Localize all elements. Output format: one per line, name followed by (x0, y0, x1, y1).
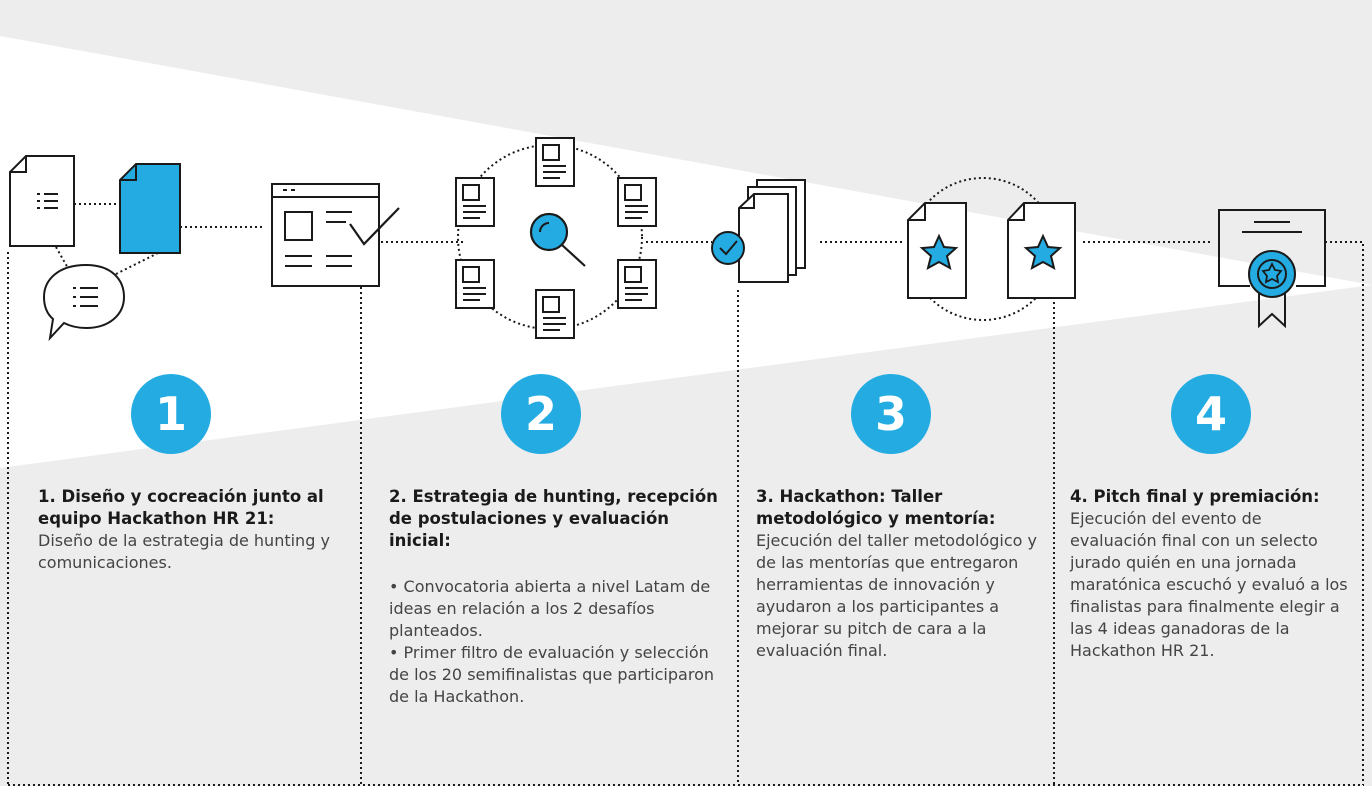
step-1-badge: 1 (131, 374, 211, 454)
certificate-medal-icon (1218, 209, 1326, 329)
connector-lines (7, 144, 1364, 786)
step-3-badge: 3 (851, 374, 931, 454)
step-4-description: Ejecución del evento de evaluación final… (1070, 509, 1348, 660)
step-3-description: Ejecución del taller metodológico y de l… (756, 531, 1038, 660)
step-2-bullet-list: • Convocatoria abierta a nivel Latam de … (389, 576, 727, 708)
chat-bubble-list-icon (42, 263, 126, 342)
document-stack-check-icon (711, 179, 806, 283)
step-4-title: 4. Pitch final y premiación: (1070, 487, 1320, 506)
step-2-bullet: • Convocatoria abierta a nivel Latam de … (389, 577, 711, 640)
document-star-icon (1007, 202, 1076, 299)
document-star-icon (907, 202, 967, 299)
step-2-bullet: • Primer filtro de evaluación y selecció… (389, 643, 714, 706)
application-doc-icon (617, 259, 657, 309)
application-doc-icon (535, 137, 575, 187)
step-1-text: 1. Diseño y cocreación junto al equipo H… (38, 486, 338, 574)
document-filled-icon (119, 163, 181, 254)
browser-window-check-icon (271, 183, 400, 287)
application-doc-icon (455, 259, 495, 309)
step-2-badge: 2 (501, 374, 581, 454)
step-3-title: 3. Hackathon: Taller metodológico y ment… (756, 487, 996, 528)
application-doc-icon (535, 289, 575, 339)
step-4-badge: 4 (1171, 374, 1251, 454)
step-3-text: 3. Hackathon: Taller metodológico y ment… (756, 486, 1048, 662)
applications-cycle-icon (455, 137, 657, 339)
step-2-text: 2. Estrategia de hunting, recepción de p… (389, 486, 727, 708)
step-1-title: 1. Diseño y cocreación junto al equipo H… (38, 487, 324, 528)
step-4-text: 4. Pitch final y premiación: Ejecución d… (1070, 486, 1352, 662)
application-doc-icon (617, 177, 657, 227)
search-magnifier-icon (529, 212, 586, 267)
document-list-icon (9, 155, 75, 247)
step-1-description: Diseño de la estrategia de hunting y com… (38, 531, 330, 572)
application-doc-icon (455, 177, 495, 227)
funnel-shape (0, 36, 1372, 468)
step-2-title: 2. Estrategia de hunting, recepción de p… (389, 487, 718, 550)
